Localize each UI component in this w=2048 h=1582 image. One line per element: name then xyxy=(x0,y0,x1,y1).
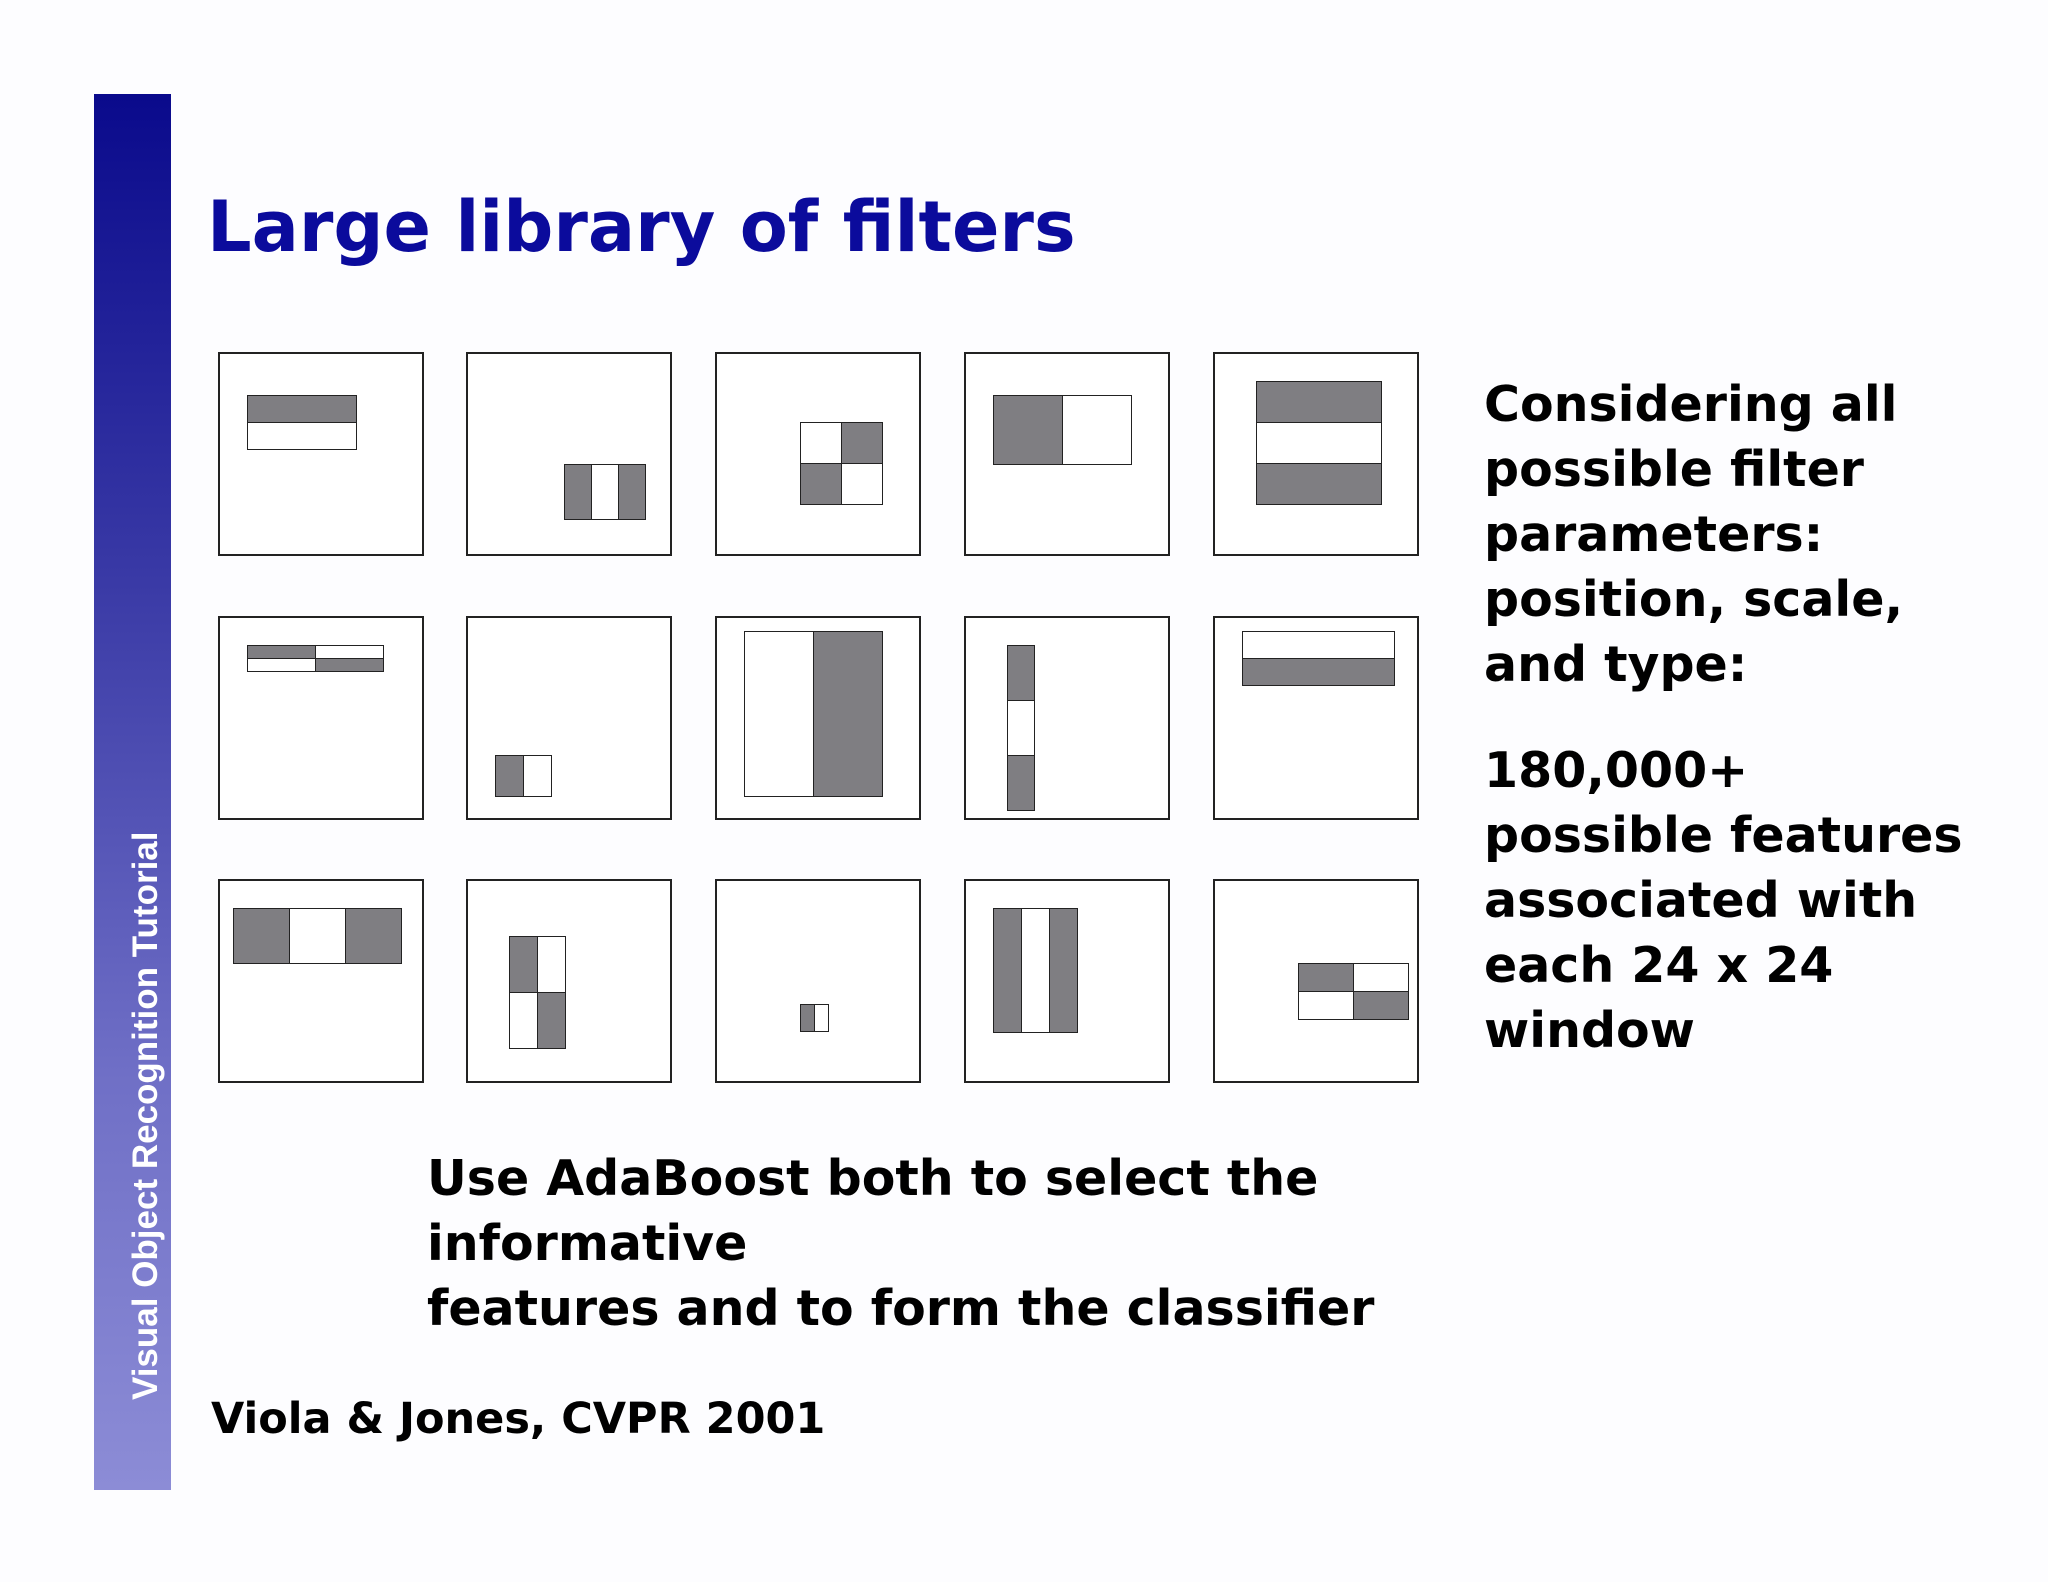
filter-dark-region xyxy=(564,464,592,520)
filter-dark-region xyxy=(509,936,538,993)
filter-light-region xyxy=(591,464,619,520)
filter-light-region xyxy=(1353,963,1409,992)
filter-tile xyxy=(964,352,1170,556)
filter-dark-region xyxy=(1298,963,1354,992)
filter-tile xyxy=(715,352,921,556)
filter-light-region xyxy=(841,463,883,505)
filter-dark-region xyxy=(800,463,842,505)
sidebar-bar xyxy=(94,94,171,1490)
filter-light-region xyxy=(289,908,346,964)
filter-tile xyxy=(1213,879,1419,1083)
filter-dark-region xyxy=(247,395,357,423)
filter-dark-region xyxy=(800,1004,815,1032)
filter-light-region xyxy=(800,422,842,464)
filter-tile xyxy=(466,879,672,1083)
filter-light-region xyxy=(523,755,552,797)
filter-tile xyxy=(715,879,921,1083)
filter-dark-region xyxy=(233,908,290,964)
filter-light-region xyxy=(247,658,316,672)
filter-tile xyxy=(1213,616,1419,820)
filter-light-region xyxy=(814,1004,829,1032)
filter-grid xyxy=(218,352,1419,1087)
filter-tile xyxy=(964,616,1170,820)
filter-dark-region xyxy=(1242,658,1395,686)
filter-light-region xyxy=(537,936,566,993)
filter-dark-region xyxy=(1353,991,1409,1020)
filter-dark-region xyxy=(345,908,402,964)
filter-light-region xyxy=(1021,908,1050,1033)
filter-dark-region xyxy=(495,755,524,797)
citation: Viola & Jones, CVPR 2001 xyxy=(211,1394,826,1444)
filter-tile xyxy=(218,352,424,556)
filter-tile xyxy=(1213,352,1419,556)
filter-dark-region xyxy=(1049,908,1078,1033)
filter-tile xyxy=(218,879,424,1083)
filter-dark-region xyxy=(1256,463,1382,505)
filter-light-region xyxy=(1242,631,1395,659)
filter-dark-region xyxy=(813,631,883,797)
filter-dark-region xyxy=(618,464,646,520)
slide-title: Large library of filters xyxy=(207,186,1076,268)
filter-dark-region xyxy=(315,658,384,672)
filter-light-region xyxy=(744,631,814,797)
filter-light-region xyxy=(247,422,357,450)
filter-tile xyxy=(466,352,672,556)
filter-light-region xyxy=(1298,991,1354,1020)
filter-tile xyxy=(218,616,424,820)
filter-tile xyxy=(964,879,1170,1083)
sidebar-label: Visual Object Recognition Tutorial xyxy=(126,831,165,1401)
filter-dark-region xyxy=(1007,645,1035,701)
filter-light-region xyxy=(1007,700,1035,756)
filter-light-region xyxy=(1256,422,1382,464)
filter-light-region xyxy=(1062,395,1132,465)
filter-tile xyxy=(466,616,672,820)
filter-dark-region xyxy=(247,645,316,659)
filter-dark-region xyxy=(537,992,566,1049)
filter-dark-region xyxy=(841,422,883,464)
filter-parameters-text: Considering all possible filter paramete… xyxy=(1484,376,1904,693)
filter-dark-region xyxy=(1256,381,1382,423)
filter-light-region xyxy=(315,645,384,659)
filter-tile xyxy=(715,616,921,820)
filter-light-region xyxy=(509,992,538,1049)
feature-count-text: 180,000+ possible features associated wi… xyxy=(1484,742,1963,1059)
filter-dark-region xyxy=(993,395,1063,465)
filter-dark-region xyxy=(1007,755,1035,811)
adaboost-text: Use AdaBoost both to select the informat… xyxy=(427,1150,1375,1337)
filter-dark-region xyxy=(993,908,1022,1033)
